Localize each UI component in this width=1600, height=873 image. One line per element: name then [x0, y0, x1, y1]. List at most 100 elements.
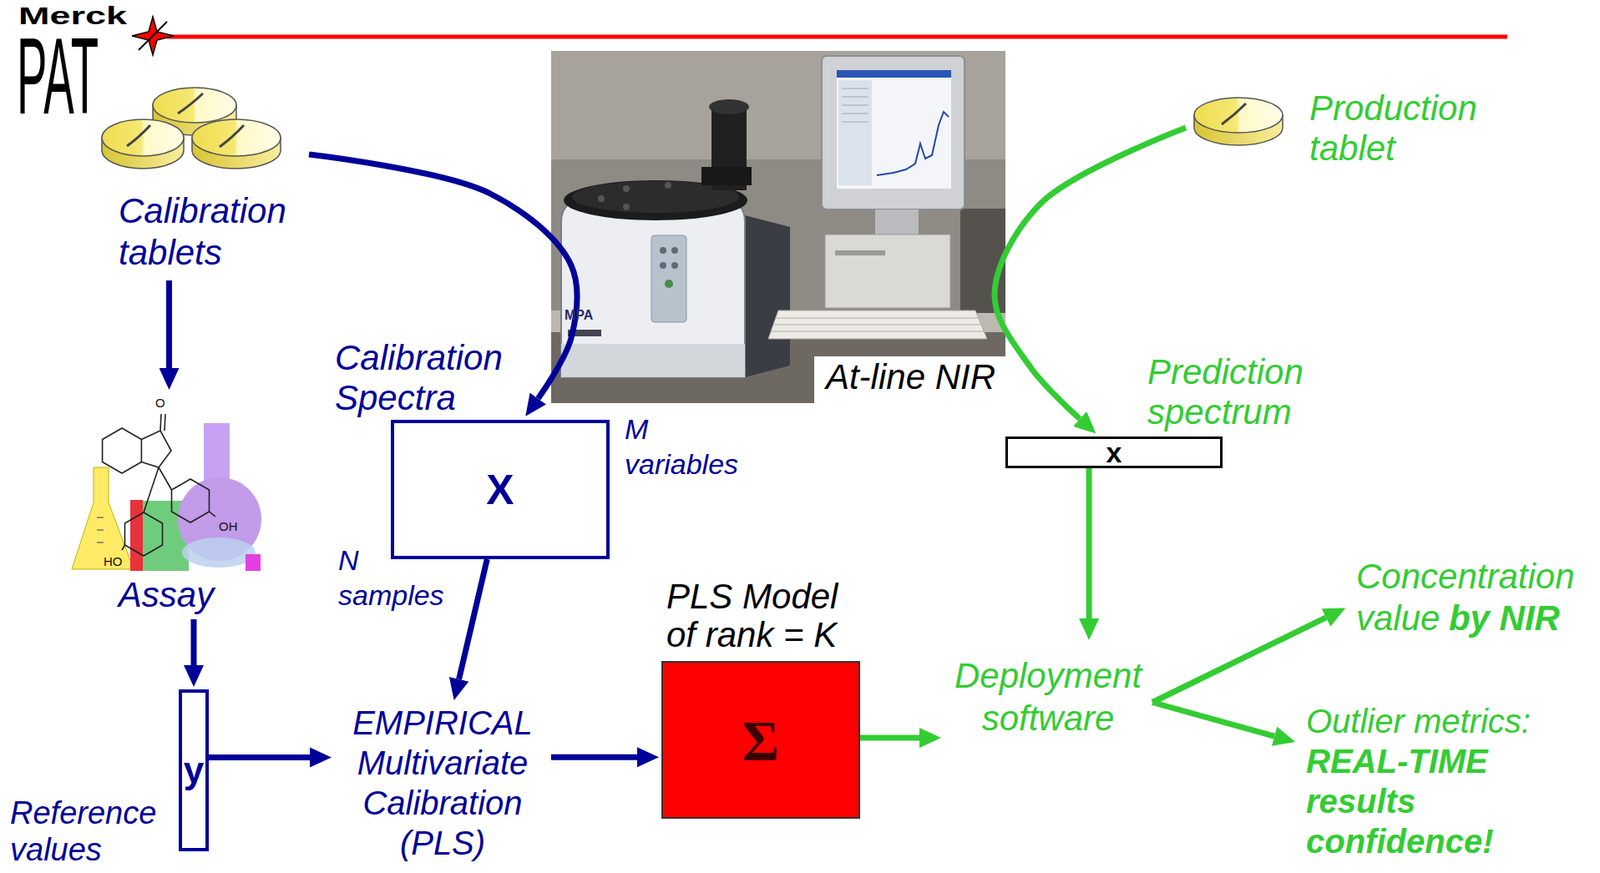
tablet-icon [101, 87, 281, 169]
reference-vector: yReference values [178, 689, 209, 852]
spectra-matrix: Calibration SpectraX [390, 420, 610, 560]
flow-arrow [166, 280, 173, 369]
nir-photo [561, 344, 745, 378]
nir-photo [701, 167, 752, 186]
node-label: EMPIRICAL Multivariate Calibration (PLS) [334, 703, 552, 864]
nir-photo [744, 215, 790, 378]
outlier-output: Outlier metrics:REAL-TIME results confid… [1297, 701, 1557, 862]
tablet-icon [126, 125, 151, 147]
merck-star [138, 21, 168, 51]
chemical-structure [172, 479, 210, 523]
nir-photo [875, 209, 919, 235]
nir-photo [838, 80, 872, 186]
logo-text: PAT [16, 21, 99, 131]
dimension-label: N samples [338, 542, 451, 613]
nir-photo [561, 200, 745, 378]
nir-photo [821, 55, 965, 210]
node-label: Production tablet [1309, 88, 1487, 169]
nir-photo [771, 318, 984, 332]
flow-arrow [1152, 617, 1327, 704]
assay-illustration [182, 537, 256, 568]
nir-photo [825, 234, 951, 309]
flow-arrow [1152, 703, 1275, 738]
nir-photo [960, 208, 1006, 314]
deployment-step: Deployment software [943, 643, 1153, 752]
assay-illustration [71, 414, 262, 572]
assay-illustration [245, 554, 261, 572]
assay-illustration [96, 517, 104, 543]
nir-photo-frame: At-line NIR [551, 50, 1006, 404]
node-emphasis: REAL-TIME results confidence! [1306, 741, 1557, 862]
vector-symbol: x [1106, 440, 1123, 466]
nir-photo [597, 195, 605, 203]
merck-star [131, 16, 174, 56]
node-label: Assay [71, 574, 261, 617]
nir-photo [651, 235, 687, 323]
chemical-structure [160, 414, 166, 431]
flow-arrow [551, 754, 638, 761]
node-heading: Prediction spectrum [1147, 352, 1340, 433]
assay-illustration [71, 467, 134, 570]
instrument-badge: MPA [564, 307, 593, 325]
node-label: Calibration tablets [118, 190, 309, 274]
nir-photo [841, 88, 869, 122]
assay-illustration [130, 500, 143, 572]
flow-arrow [860, 735, 920, 742]
nir-photo [622, 203, 630, 211]
nir-photo [708, 99, 750, 115]
nir-photo [551, 50, 1006, 404]
production-tablet: Production tablet [1185, 83, 1487, 174]
nir-photo [622, 185, 630, 193]
calibration-tablets: Calibration tablets [100, 83, 309, 281]
tablet-icon [152, 87, 237, 123]
atom-label: HO [103, 554, 123, 570]
chemical-structure [125, 512, 163, 557]
flow-arrow [208, 754, 310, 761]
nir-photo [551, 50, 1006, 404]
nir-photo [659, 247, 667, 254]
flow-arrow [190, 619, 197, 666]
nir-photo [836, 70, 952, 189]
header-rule [167, 35, 1508, 40]
nir-photo [836, 70, 952, 78]
flow-arrow [459, 559, 488, 680]
merck-star [131, 16, 174, 56]
nir-photo [835, 250, 886, 256]
calibration-step: EMPIRICAL Multivariate Calibration (PLS) [334, 703, 552, 864]
node-heading: Calibration Spectra [334, 338, 515, 419]
tablet-icon [1194, 97, 1283, 133]
node-heading: PLS Model of rank = K [666, 577, 867, 655]
node-heading: Reference values [10, 794, 178, 869]
nir-photo [876, 111, 949, 176]
flow-arrow [1086, 468, 1093, 619]
header-rule [167, 36, 1508, 38]
node-label: Deployment software [943, 654, 1153, 740]
prediction-vector: Prediction spectrumx [1005, 436, 1223, 469]
vector-symbol: y [183, 750, 204, 791]
assay-illustration [203, 423, 230, 482]
atom-label: OH [218, 519, 238, 535]
dimension-label: M variables [624, 411, 755, 482]
tablet-icon [177, 93, 203, 114]
node-label: Outlier metrics: [1306, 701, 1557, 742]
nir-photo [768, 310, 988, 340]
nir-photo [671, 262, 679, 269]
matrix-symbol: X [486, 466, 514, 514]
photo-caption: At-line NIR [814, 356, 1006, 404]
atom-label: O [155, 395, 166, 411]
tablet-icon [219, 125, 244, 147]
chemical-structure [121, 467, 216, 551]
nir-photo [664, 182, 672, 189]
tablet-icon [1194, 97, 1283, 146]
assay-image: Assay [71, 392, 261, 620]
pls-model-box: PLS Model of rank = KΣ [661, 661, 861, 820]
concentration-output: Concentration valueby NIR [1347, 551, 1595, 645]
nir-photo [664, 279, 674, 289]
chemical-structure [102, 414, 216, 557]
tablet-icon [101, 119, 184, 157]
chemical-structure [102, 428, 142, 474]
nir-photo [659, 262, 667, 269]
